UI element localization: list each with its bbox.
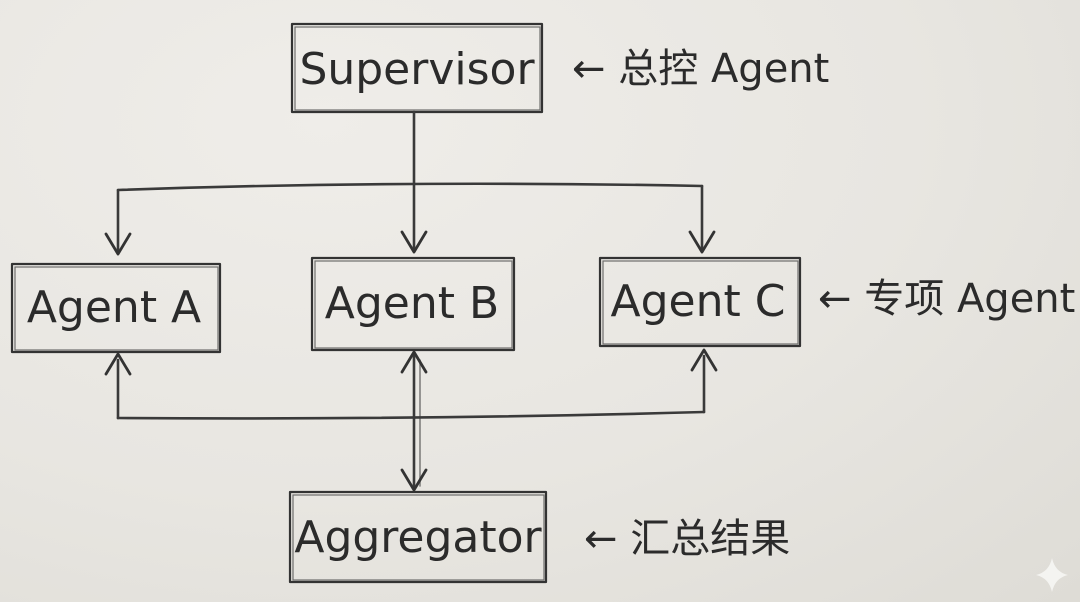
- sparkle-icon: [1036, 558, 1068, 592]
- fan-out-connector: [104, 110, 716, 256]
- aggregator-annotation: ← 汇总结果: [584, 516, 790, 562]
- aggregator-node: Aggregator: [288, 490, 548, 584]
- agents-annotation: ← 专项 Agent: [818, 276, 1075, 322]
- aggregator-label: Aggregator: [294, 512, 542, 563]
- arrowhead-agent-a-out: [104, 352, 132, 376]
- supervisor-node: Supervisor: [290, 22, 544, 114]
- aggregator-box-sketch: [292, 494, 545, 581]
- agent-b-box: [310, 256, 516, 352]
- agent-c-box: [598, 256, 802, 348]
- arrowhead-agent-b-in: [400, 230, 428, 254]
- supervisor-label: Supervisor: [299, 44, 535, 95]
- supervisor-box: [290, 22, 544, 114]
- supervisor-annotation: ← 总控 Agent: [572, 46, 829, 92]
- arrowhead-aggregator-in: [400, 468, 428, 492]
- collection-bus-line: [116, 410, 706, 420]
- arrowhead-agent-b-out: [400, 350, 428, 374]
- agent-a-label: Agent A: [27, 282, 201, 333]
- agent-a-box-sketch: [14, 266, 219, 351]
- agent-a-box: [10, 262, 222, 354]
- agent-b-box-sketch: [314, 260, 513, 349]
- agent-c-node: Agent C: [598, 256, 802, 348]
- arrowhead-agent-a-in: [104, 232, 132, 256]
- agent-a-node: Agent A: [10, 262, 222, 354]
- agent-b-node: Agent B: [310, 256, 516, 352]
- agent-c-box-sketch: [602, 260, 799, 345]
- agent-c-label: Agent C: [611, 276, 786, 327]
- supervisor-box-sketch: [294, 26, 541, 111]
- fan-in-connector: [104, 348, 718, 492]
- agent-b-label: Agent B: [325, 278, 499, 329]
- arrowhead-agent-c-in: [688, 230, 716, 254]
- aggregator-box: [288, 490, 548, 584]
- distribution-bus-line: [116, 182, 704, 192]
- arrowhead-agent-c-out: [690, 348, 718, 372]
